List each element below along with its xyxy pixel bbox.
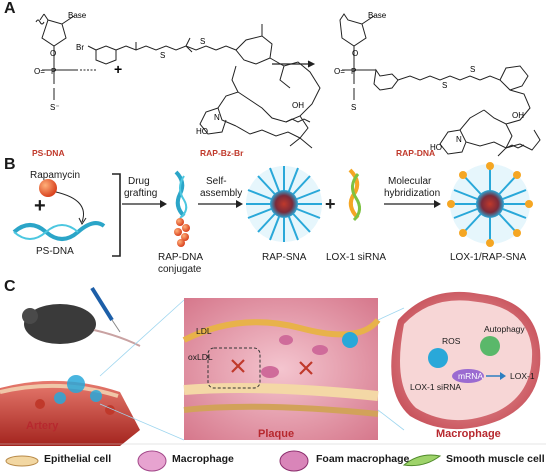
plus-left: +	[34, 195, 46, 217]
panel-a-letter: A	[4, 0, 16, 17]
sirna-label-c: LOX-1 siRNA	[410, 382, 462, 392]
p-label-2: P	[351, 67, 356, 76]
rap-bz-br-name: RAP-Bz-Br	[200, 148, 244, 158]
panel-a-chemistry: Base Base Br + O P O= S⁻ S S O P O= S S …	[34, 11, 541, 157]
o-label-4: O=	[334, 67, 345, 76]
epithelial-cell-icon	[5, 455, 39, 467]
conjugate-line1: RAP-DNA	[158, 252, 204, 263]
ho-label-1: HO	[196, 127, 208, 136]
foam-macrophage-icon	[279, 450, 309, 472]
conjugate-line2: conjugate	[158, 264, 202, 275]
plaque-label: Plaque	[258, 428, 295, 440]
o-label-2: O=	[34, 67, 45, 76]
ps-dna-label: PS-DNA	[36, 246, 74, 257]
legend-foam-macrophage: Foam macrophage	[316, 453, 410, 465]
s-label-5: S	[470, 65, 475, 74]
n-label-1: N	[214, 113, 220, 122]
base-label-left: Base	[68, 11, 87, 20]
panel-b-letter: B	[4, 156, 16, 173]
legend-epithelial: Epithelial cell	[44, 453, 112, 465]
panel-c-letter: C	[4, 278, 16, 295]
legend-smooth-muscle: Smooth muscle cell	[446, 453, 545, 465]
p-label-1: P	[51, 67, 56, 76]
br-label: Br	[76, 43, 84, 52]
rap-sna-label: RAP-SNA	[262, 252, 307, 263]
rap-sna-particle	[246, 166, 322, 242]
artery-label: Artery	[26, 420, 59, 432]
molecular-hybridization-line2: hybridization	[384, 188, 441, 199]
macrophage-label: Macrophage	[436, 428, 501, 440]
autophagy-label: Autophagy	[484, 324, 525, 334]
s-label-4: S	[442, 81, 447, 90]
ros-label: ROS	[442, 336, 461, 346]
self-assembly-line2: assembly	[200, 188, 243, 199]
o-label-3: O	[352, 49, 358, 58]
lox1-rap-sna-label: LOX-1/RAP-SNA	[450, 252, 527, 263]
legend-icons	[5, 450, 442, 472]
rapamycin-label: Rapamycin	[30, 170, 81, 181]
lox1-label: LOX-1	[510, 371, 535, 381]
oxldl-label: oxLDL	[188, 352, 213, 362]
artery-vessel	[0, 380, 140, 446]
self-assembly-line1: Self-	[206, 176, 227, 187]
n-label-2: N	[456, 135, 462, 144]
oh-label-2: OH	[512, 111, 524, 120]
s-label-1: S	[160, 51, 165, 60]
s-label-2: S	[200, 37, 205, 46]
macrophage-icon	[137, 450, 167, 472]
plus-b: +	[325, 194, 336, 214]
rap-dna-name: RAP-DNA	[396, 148, 436, 158]
drug-grafting-line2: grafting	[124, 188, 158, 199]
lox1-rap-sna-particle	[447, 162, 533, 247]
o-label-1: O	[50, 49, 56, 58]
ldl-label: LDL	[196, 326, 212, 336]
s-minus-label-1: S⁻	[50, 103, 60, 112]
legend-macrophage: Macrophage	[172, 453, 234, 465]
mrna-label: mRNA	[458, 371, 484, 381]
molecular-hybridization-line1: Molecular	[388, 176, 432, 187]
lox1-sirna-label: LOX-1 siRNA	[326, 252, 387, 263]
rapamycin-ball	[39, 179, 57, 197]
smooth-muscle-cell-icon	[402, 454, 442, 467]
drug-grafting-line1: Drug	[128, 176, 150, 187]
panel-c-graphic	[0, 286, 546, 446]
panel-b-graphic: +	[12, 162, 533, 257]
plus-a: +	[114, 61, 122, 77]
ho-label-2: HO	[430, 143, 442, 152]
oh-label-1: OH	[292, 101, 304, 110]
s-label-3: S	[351, 103, 356, 112]
base-label-right: Base	[368, 11, 387, 20]
plaque-region	[184, 298, 378, 440]
ps-dna-name: PS-DNA	[32, 148, 65, 158]
